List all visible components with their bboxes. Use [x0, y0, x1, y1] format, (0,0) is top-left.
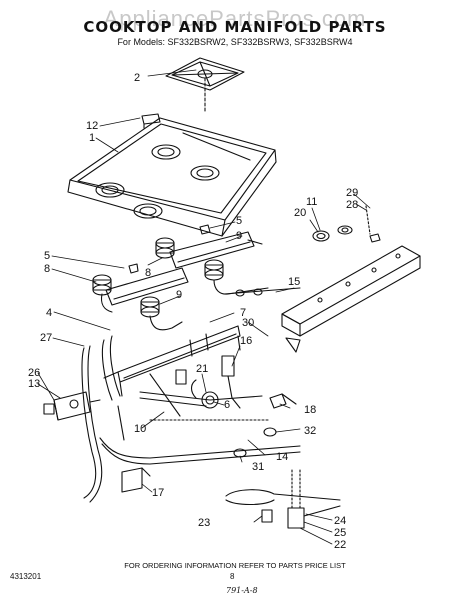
callout-26: 26 — [28, 367, 40, 379]
cooktop-clip — [141, 113, 161, 129]
manifold-pipe-assembly — [103, 325, 241, 397]
side-bracket — [269, 393, 297, 409]
callout-4: 4 — [46, 307, 52, 319]
callout-1: 1 — [89, 132, 95, 144]
callout-21: 21 — [196, 363, 208, 375]
cooktop-panel — [67, 117, 277, 237]
bottom-bracket — [121, 467, 151, 493]
page-number: 8 — [230, 572, 235, 581]
handwritten-note: 791-A-8 — [226, 586, 258, 595]
model-list: For Models: SF332BSRW2, SF332BSRW3, SF33… — [117, 37, 353, 47]
callout-32: 32 — [304, 425, 316, 437]
callout-5-left: 5 — [44, 250, 50, 262]
callout-23: 23 — [198, 517, 210, 529]
leader-lines — [37, 69, 371, 545]
diagram-title: COOKTOP AND MANIFOLD PARTS — [83, 18, 387, 36]
valve-assembly — [139, 355, 271, 421]
callout-25: 25 — [334, 527, 346, 539]
callout-numbers: 2 12 1 5 9 5 8 8 9 4 7 27 16 26 13 21 6 … — [28, 72, 358, 551]
callout-11: 11 — [306, 196, 317, 208]
callout-22: 22 — [334, 539, 346, 551]
callout-30: 30 — [242, 317, 254, 329]
callout-9-top: 9 — [236, 230, 242, 242]
oven-burner-assembly — [225, 469, 341, 529]
callout-9-center: 9 — [176, 289, 182, 301]
callout-8-left: 8 — [44, 263, 50, 275]
callout-18: 18 — [304, 404, 316, 416]
callout-28: 28 — [346, 199, 358, 211]
callout-15: 15 — [288, 276, 300, 288]
callout-12: 12 — [86, 120, 98, 132]
manifold-rail — [281, 245, 421, 353]
orifice-line — [223, 287, 301, 297]
small-fittings — [233, 427, 277, 458]
callout-10: 10 — [134, 423, 146, 435]
callout-16: 16 — [240, 335, 252, 347]
burner-grate — [165, 57, 245, 113]
pressure-regulator — [43, 391, 101, 421]
burner-clips — [128, 224, 211, 274]
document-number: 4313201 — [10, 572, 42, 581]
burner-assembly-right — [155, 231, 269, 295]
callout-24: 24 — [334, 515, 346, 527]
callout-31: 31 — [252, 461, 264, 473]
callout-29: 29 — [346, 187, 358, 199]
callout-14: 14 — [276, 451, 288, 463]
callout-2: 2 — [134, 72, 140, 84]
gas-supply-tubes — [81, 335, 121, 503]
burner-assembly-left — [92, 267, 189, 331]
callout-17: 17 — [152, 487, 164, 499]
ordering-note: FOR ORDERING INFORMATION REFER TO PARTS … — [124, 561, 346, 570]
callout-6: 6 — [224, 399, 230, 411]
top-right-fittings — [312, 205, 381, 243]
callout-5-top: 5 — [236, 215, 242, 227]
callout-20: 20 — [294, 207, 306, 219]
main-manifold-tube — [99, 405, 301, 465]
callout-13: 13 — [28, 378, 40, 390]
callout-8-center: 8 — [145, 267, 151, 279]
callout-27: 27 — [40, 332, 52, 344]
callout-7: 7 — [240, 307, 246, 319]
